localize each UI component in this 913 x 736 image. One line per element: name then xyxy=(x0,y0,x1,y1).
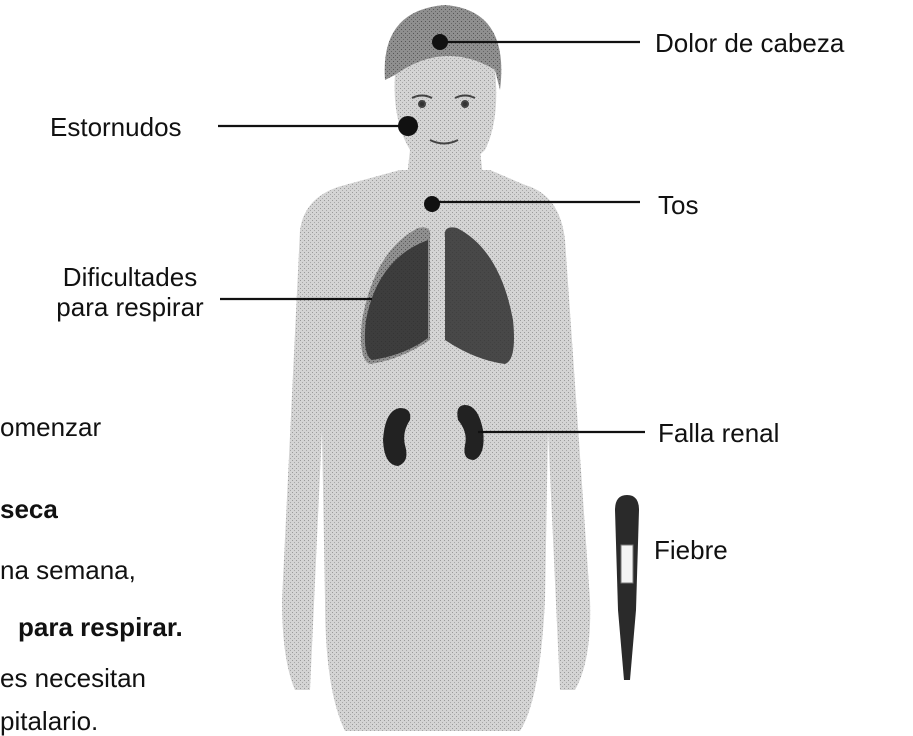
head xyxy=(394,56,497,168)
breathing-label-line1: Dificultades xyxy=(62,262,198,292)
thermometer-icon xyxy=(615,495,639,680)
headache-dot xyxy=(432,34,448,50)
face-features xyxy=(411,94,476,145)
body-text-line-1: omenzar xyxy=(0,412,102,442)
breathing-label-line2: para respirar xyxy=(56,292,204,322)
fever-label: Fiebre xyxy=(654,535,728,565)
body-text-line-5: es necesitan xyxy=(0,663,146,693)
breathing-difficulty-label: Dificultades para respirar xyxy=(40,262,220,322)
cough-label: Tos xyxy=(658,190,699,220)
kidney-failure-label: Falla renal xyxy=(658,418,780,448)
right-kidney xyxy=(457,405,484,460)
torso-silhouette xyxy=(282,170,591,731)
body-text-line-3: na semana, xyxy=(0,555,136,585)
left-kidney xyxy=(383,408,411,466)
headache-label: Dolor de cabeza xyxy=(655,28,845,58)
body-text-line-6: pitalario. xyxy=(0,706,99,736)
cough-dot xyxy=(424,196,440,212)
right-lung xyxy=(444,227,514,364)
sneezing-dot xyxy=(398,116,418,136)
body-text-line-4: para respirar. xyxy=(18,612,183,642)
sneezing-label: Estornudos xyxy=(50,112,182,142)
body-text-line-2: seca xyxy=(0,494,58,524)
left-lung-dark xyxy=(364,240,428,360)
